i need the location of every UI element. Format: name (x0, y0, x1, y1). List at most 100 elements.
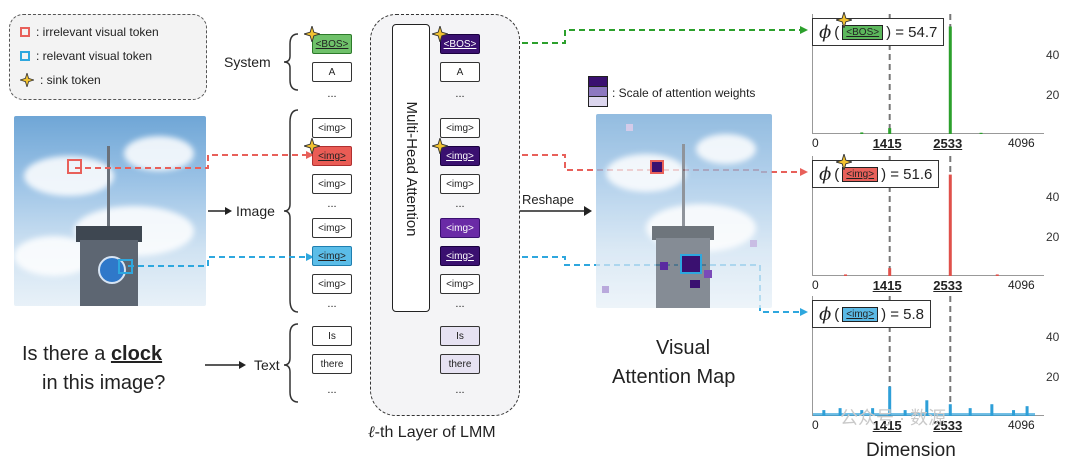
attention-cell (660, 262, 668, 270)
phi-value: ) = 51.6 (881, 165, 933, 183)
activation-bar (1025, 406, 1029, 416)
x-tick-label: 2533 (933, 278, 963, 293)
layer-caption: ℓ-th Layer of LMM (368, 422, 496, 441)
question-line2: in this image? (42, 372, 166, 394)
img-token-output: <img> (440, 274, 480, 294)
x-tick-label: 2533 (933, 418, 963, 433)
token-legend: : irrelevant visual token : relevant vis… (9, 14, 207, 100)
bos-token-input: <BOS> (312, 34, 352, 54)
activation-bar (995, 274, 999, 276)
sink-star-icon (304, 138, 320, 154)
there-token-output: there (440, 354, 480, 374)
img-token-output: <img> (440, 118, 480, 138)
phi-value: ) = 5.8 (881, 305, 925, 323)
question-keyword: clock (110, 343, 163, 365)
legend-irrelevant: : irrelevant visual token (20, 25, 159, 39)
activation-bar (948, 26, 952, 134)
attention-scale-swatch (588, 76, 608, 107)
y-tick-label: 40 (1046, 330, 1060, 345)
phi-token-chip: <BOS> (842, 24, 884, 40)
attention-scale-label: : Scale of attention weights (612, 86, 756, 100)
y-tick-label: 40 (1046, 190, 1060, 205)
a-token-input: A (312, 62, 352, 82)
ellipsis: ... (455, 198, 465, 210)
ellipsis: ... (455, 88, 465, 100)
img-token-input: <img> (312, 274, 352, 294)
attention-relevant-cell (680, 254, 702, 274)
y-tick-label: 20 (1046, 87, 1060, 102)
ellipsis: ... (455, 384, 465, 396)
activation-bar (888, 386, 892, 416)
attention-map-title-line2: Attention Map (612, 366, 736, 388)
x-tick-label: 4096 (1008, 136, 1035, 150)
activation-bar (888, 128, 892, 134)
activation-bar (871, 408, 875, 416)
img-token-output-relevant: <img> (440, 246, 480, 266)
phi-token-chip: <img> (842, 306, 879, 322)
x-tick-label: 4096 (1008, 278, 1035, 292)
activation-bar (990, 404, 994, 416)
x-tick-label: 1415 (872, 278, 902, 293)
activation-bar (888, 268, 892, 276)
phi-symbol: ϕ (819, 303, 832, 325)
phi-value-label: ϕ(<img>) = 51.6 (812, 160, 940, 188)
img-token-input-relevant: <img> (312, 246, 352, 266)
phi-value-label: ϕ(<BOS>) = 54.7 (812, 18, 945, 46)
attention-cell (704, 270, 712, 278)
phi-value: ) = 54.7 (886, 23, 938, 41)
img-token-input-irrelevant: <img> (312, 146, 352, 166)
there-token-input: there (312, 354, 352, 374)
irrelevant-token-marker (67, 159, 82, 174)
multi-head-attention-block: Multi-Head Attention (392, 24, 430, 312)
activation-bar (948, 404, 952, 416)
red-square-icon (20, 27, 30, 37)
activation-bar (925, 400, 929, 416)
ellipsis: ... (327, 384, 337, 396)
question-line1: Is there a clock (22, 343, 163, 365)
open-paren: ( (834, 305, 840, 323)
open-paren: ( (834, 165, 840, 183)
input-image (14, 116, 206, 306)
activation-bar (948, 174, 952, 276)
a-token-output: A (440, 62, 480, 82)
img-token-output: <img> (440, 218, 480, 238)
sink-star-icon (836, 12, 852, 28)
blue-square-icon (20, 51, 30, 61)
attention-cell (750, 240, 757, 247)
mha-label: Multi-Head Attention (403, 101, 421, 237)
img-token-output-sink: <img> (440, 146, 480, 166)
system-label: System (224, 54, 271, 70)
sink-star-icon (432, 138, 448, 154)
legend-relevant-label: : relevant visual token (36, 49, 153, 63)
sink-star-icon (836, 154, 852, 170)
attention-cell (690, 280, 700, 288)
activation-noise-band (813, 413, 1035, 416)
img-token-input: <img> (312, 218, 352, 238)
legend-irrelevant-label: : irrelevant visual token (36, 25, 159, 39)
img-token-output: <img> (440, 174, 480, 194)
image-label: Image (236, 203, 275, 219)
sink-star-icon (432, 26, 448, 42)
legend-sink: : sink token (20, 73, 101, 87)
is-token-input: Is (312, 326, 352, 346)
ellipsis: ... (327, 198, 337, 210)
ellipsis: ... (327, 88, 337, 100)
x-tick-label: 0 (812, 418, 819, 432)
ellipsis: ... (455, 298, 465, 310)
x-tick-label: 1415 (872, 136, 902, 151)
bos-token-output: <BOS> (440, 34, 480, 54)
x-tick-label: 4096 (1008, 418, 1035, 432)
legend-sink-label: : sink token (40, 73, 101, 87)
sink-star-icon (20, 73, 34, 87)
open-paren: ( (834, 23, 840, 41)
x-tick-label: 0 (812, 278, 819, 292)
y-tick-label: 40 (1046, 48, 1060, 63)
attention-cell (602, 286, 609, 293)
img-token-input: <img> (312, 118, 352, 138)
activation-bar (860, 132, 864, 134)
phi-value-label: ϕ(<img>) = 5.8 (812, 300, 932, 328)
x-tick-label: 2533 (933, 136, 963, 151)
ellipsis: ... (327, 298, 337, 310)
phi-symbol: ϕ (819, 163, 832, 185)
attention-map-image (596, 114, 772, 308)
